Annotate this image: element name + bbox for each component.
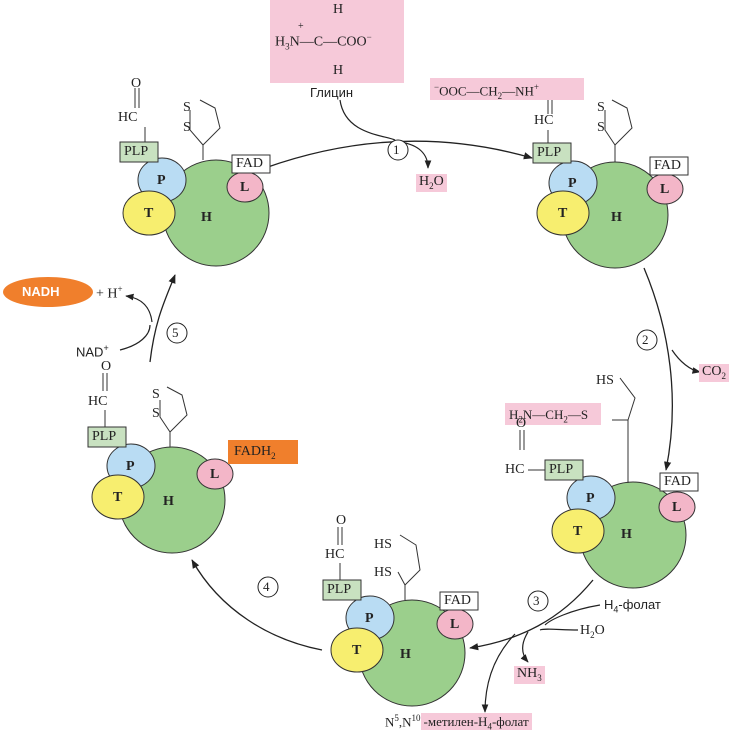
c1-P: P: [157, 173, 166, 188]
arrow-nad-in: [119, 324, 151, 351]
c4-O: O: [336, 513, 347, 528]
nadh-label: NADH: [22, 284, 60, 299]
c1-S2: S: [183, 120, 191, 135]
c5-PLP: PLP: [92, 429, 117, 444]
complex-4: [322, 527, 479, 707]
c2-T: T: [558, 206, 568, 221]
c3-HS: HS: [596, 373, 614, 388]
c4-T: T: [352, 643, 362, 658]
nadh-oval: [3, 277, 93, 307]
arrow-h4folate-in: [544, 604, 601, 626]
c2-L: L: [660, 182, 670, 197]
c2-S1: S: [597, 100, 605, 115]
glycine-box: [270, 0, 404, 83]
co2-product: CO2: [699, 364, 729, 382]
arrow-step-5: [149, 274, 176, 363]
c1-T: T: [144, 206, 154, 221]
c3-FAD: FAD: [664, 474, 691, 489]
c1-H: H: [201, 210, 212, 225]
carboxyl-intermediate: −OOC—CH2—NH+: [434, 82, 539, 101]
aminomethyl-intermediate: H2N—CH2—S: [509, 407, 589, 425]
arrow-step-2: [643, 267, 673, 471]
c5-L: L: [210, 467, 220, 482]
c5-O: O: [101, 359, 112, 374]
glycine-h-bottom: H: [333, 63, 344, 78]
c4-P: P: [365, 611, 374, 626]
step-1-label: 1: [393, 142, 400, 157]
nh3-product: NH3: [514, 666, 545, 684]
arrow-nadh-out: [125, 293, 153, 323]
c4-H: H: [400, 647, 411, 662]
methylene-product: N5,N10-метилен-H4-фолат: [385, 713, 532, 732]
c1-PLP: PLP: [124, 144, 149, 159]
arrow-h2o-in: [539, 628, 579, 631]
c1-S1: S: [183, 100, 191, 115]
c4-HC: HC: [325, 547, 345, 562]
c3-T: T: [573, 524, 583, 539]
arrow-nh3-out: [520, 631, 529, 663]
c5-HC: HC: [88, 394, 108, 409]
c4-PLP: PLP: [327, 582, 352, 597]
c4-FAD: FAD: [444, 593, 471, 608]
arrow-step-3: [469, 579, 594, 651]
c5-FADH2: FADH2: [234, 444, 276, 461]
complex-5: [87, 373, 298, 554]
arrow-co2-out: [671, 349, 701, 374]
complex-1: [119, 88, 271, 267]
c4-HS2: HS: [374, 565, 392, 580]
c1-FAD: FAD: [236, 156, 263, 171]
glycine-h-top: H: [333, 2, 344, 17]
step-2-label: 2: [642, 332, 649, 347]
c5-T: T: [113, 490, 123, 505]
carboxyl-box: [430, 78, 584, 100]
h2o-product: H2O: [416, 174, 447, 192]
complex-2: [532, 99, 689, 269]
h2o-input: H2O: [580, 623, 605, 640]
h-plus-label: + H+: [96, 284, 123, 302]
step-3-label: 3: [533, 593, 540, 608]
c2-FAD: FAD: [654, 158, 681, 173]
step-5-label: 5: [172, 325, 179, 340]
c2-S2: S: [597, 120, 605, 135]
glycine-name: Глицин: [310, 85, 354, 100]
c1-O: O: [131, 76, 142, 91]
c2-H: H: [611, 210, 622, 225]
c3-H: H: [621, 527, 632, 542]
c1-HC: HC: [118, 110, 138, 125]
c2-PLP: PLP: [537, 145, 562, 160]
arrow-step-4: [191, 559, 323, 651]
c4-HS1: HS: [374, 537, 392, 552]
nad-plus-label: NAD+: [76, 343, 109, 360]
c3-P: P: [586, 491, 595, 506]
arrow-methylene-out: [481, 633, 516, 713]
c1-L: L: [240, 180, 250, 195]
c5-S2: S: [152, 406, 160, 421]
c2-P: P: [568, 176, 577, 191]
c3-L: L: [672, 500, 682, 515]
step-circles: [166, 139, 658, 612]
c2-HC: HC: [534, 113, 554, 128]
h4-folate-input: H4-фолат: [604, 597, 661, 615]
c3-O: O: [516, 416, 527, 431]
glycine-formula: H3N—C—COO−: [275, 32, 372, 52]
complex-3: [505, 377, 699, 589]
glycine-plus: +: [298, 21, 304, 32]
c3-HC: HC: [505, 462, 525, 477]
c5-P: P: [126, 459, 135, 474]
arrow-glycine-in: [339, 99, 396, 141]
c5-H: H: [163, 494, 174, 509]
c4-L: L: [450, 617, 460, 632]
c3-PLP: PLP: [549, 462, 574, 477]
step-4-label: 4: [263, 579, 270, 594]
c5-S1: S: [152, 387, 160, 402]
